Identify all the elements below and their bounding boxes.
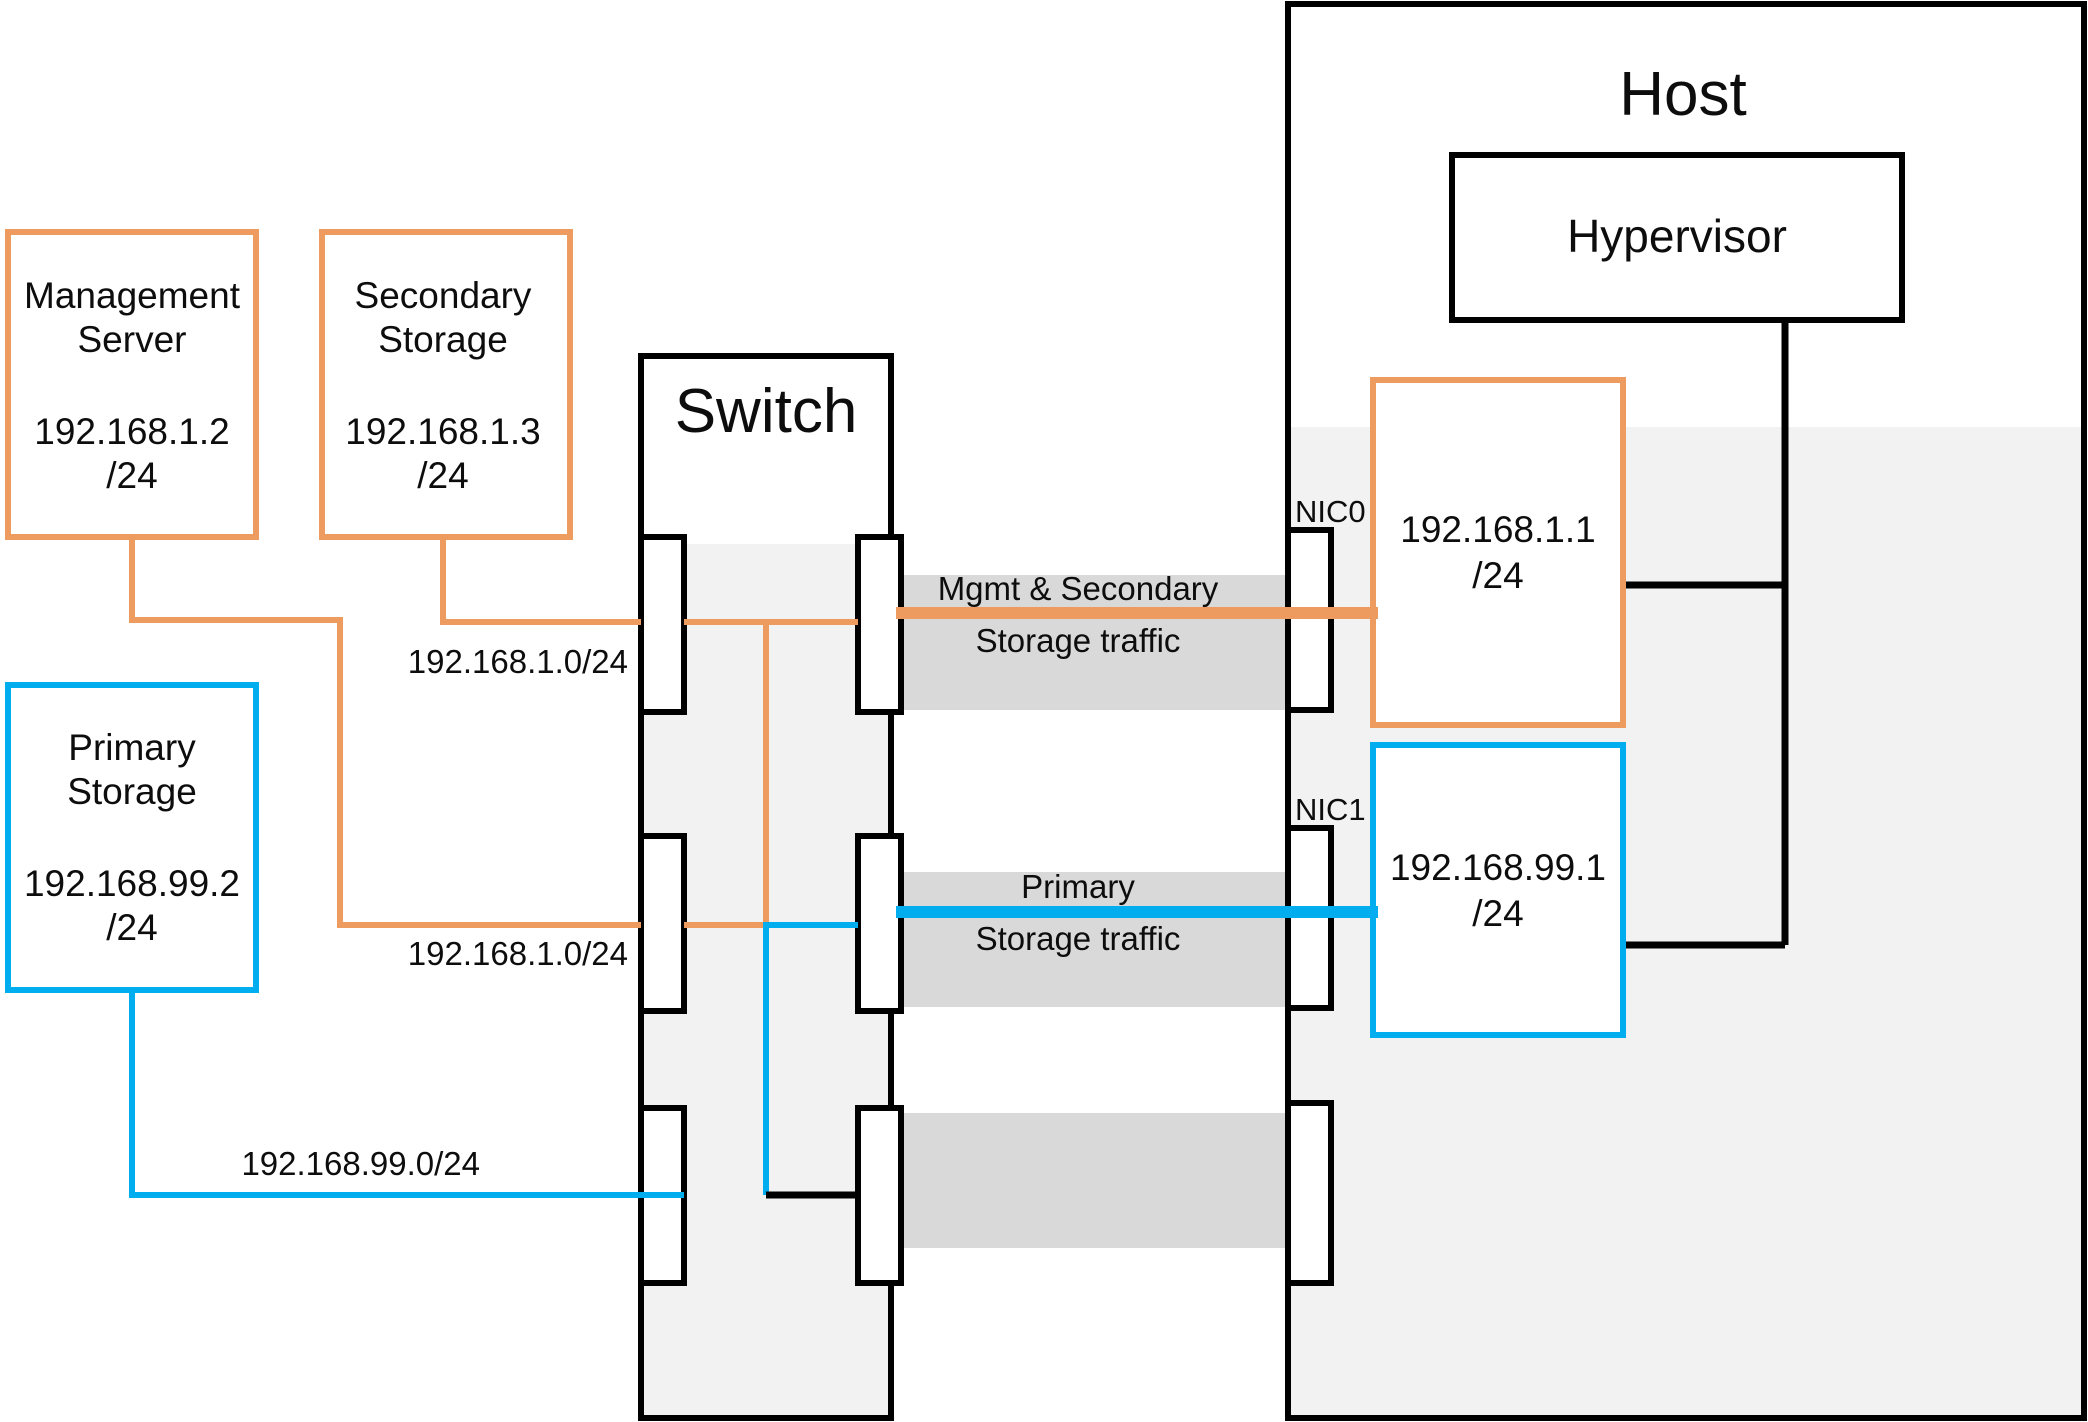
- network-label-mgmt-bottom: 192.168.1.0/24: [408, 935, 628, 972]
- switch-port-left-1[interactable]: [638, 534, 687, 715]
- host-nic0-port[interactable]: [1285, 527, 1334, 713]
- host-nic1-interface-box[interactable]: [1370, 742, 1626, 1038]
- traffic-label-primary-line2: Storage traffic: [976, 920, 1181, 957]
- secondary-storage-name-line2: Storage: [378, 319, 508, 360]
- primary-storage-name-line1: Primary: [68, 727, 196, 768]
- host-nic0-ip-line1: 192.168.1.1: [1400, 509, 1595, 550]
- traffic-band-mgmt: [896, 575, 1288, 710]
- switch-port-right-1[interactable]: [855, 534, 904, 715]
- nic0-label: NIC0: [1295, 494, 1366, 529]
- switch-port-right-2[interactable]: [855, 833, 904, 1014]
- traffic-label-mgmt-line1: Mgmt & Secondary: [938, 570, 1219, 607]
- primary-storage-ip-line2: /24: [106, 907, 157, 948]
- switch-internal-orange-bus: [684, 619, 858, 928]
- network-label-mgmt-top: 192.168.1.0/24: [408, 643, 628, 680]
- primary-storage-name-line2: Storage: [67, 771, 197, 812]
- primary-storage-ip-line1: 192.168.99.2: [24, 863, 240, 904]
- host-nic1-ip-line1: 192.168.99.1: [1390, 847, 1606, 888]
- link-primary-storage-to-switch: [129, 990, 684, 1198]
- secondary-storage-ip-line1: 192.168.1.3: [345, 411, 540, 452]
- management-server-name-line2: Server: [78, 319, 187, 360]
- host-nic1-ip-line2: /24: [1472, 893, 1523, 934]
- switch-internal-blue-riser: [763, 922, 858, 1195]
- traffic-label-primary-line1: Primary: [1021, 868, 1135, 905]
- link-mgmt-server-to-switch: [129, 537, 641, 928]
- hypervisor-box[interactable]: [1449, 152, 1905, 323]
- management-server-ip-line2: /24: [106, 455, 157, 496]
- link-secondary-storage-to-switch: [440, 537, 641, 625]
- management-server-ip-line1: 192.168.1.2: [34, 411, 229, 452]
- traffic-label-mgmt-line2: Storage traffic: [976, 622, 1181, 659]
- secondary-storage-name-line1: Secondary: [355, 275, 532, 316]
- hypervisor-label: Hypervisor: [1567, 210, 1787, 262]
- management-server-name-line1: Management: [24, 275, 241, 316]
- nic1-label: NIC1: [1295, 792, 1366, 827]
- host-title: Host: [1619, 60, 1746, 129]
- network-label-primary: 192.168.99.0/24: [241, 1145, 480, 1182]
- switch-title: Switch: [675, 377, 858, 446]
- traffic-band-primary: [896, 872, 1288, 1007]
- management-server-box[interactable]: [5, 229, 259, 540]
- host-nic0-interface-box[interactable]: [1370, 377, 1626, 728]
- traffic-band-third: [896, 1113, 1288, 1248]
- switch-panel-top-fill: [644, 359, 888, 544]
- host-nic2-port[interactable]: [1285, 1100, 1334, 1286]
- switch-port-right-3[interactable]: [855, 1105, 904, 1286]
- host-nic0-ip-line2: /24: [1472, 555, 1523, 596]
- switch-port-left-2[interactable]: [638, 833, 687, 1014]
- secondary-storage-box[interactable]: [319, 229, 573, 540]
- secondary-storage-ip-line2: /24: [417, 455, 468, 496]
